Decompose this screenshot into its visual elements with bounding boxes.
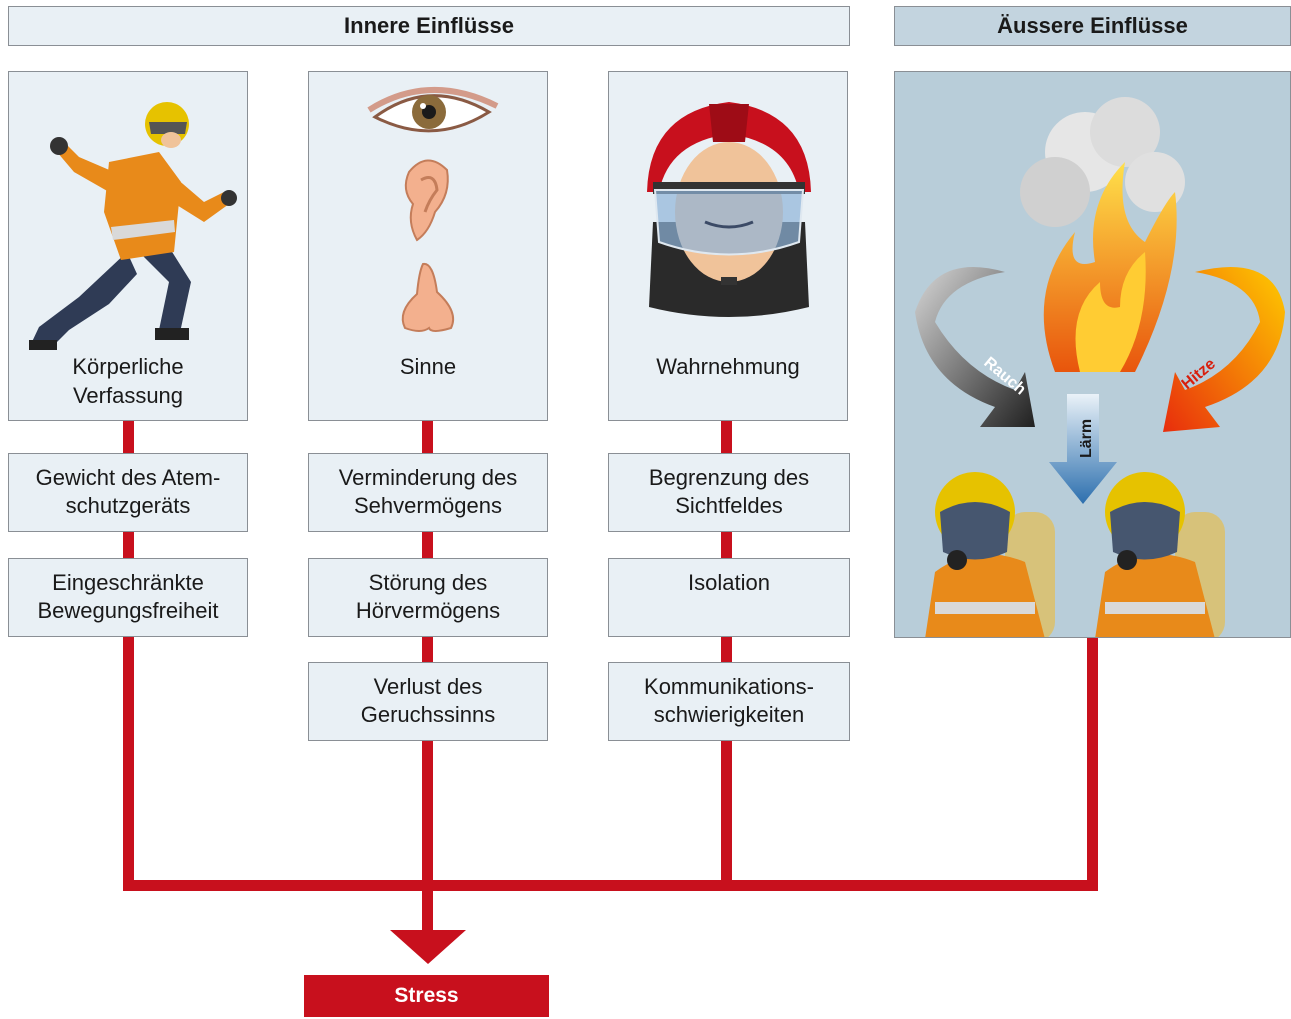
card-perception-label: Wahrnehmung bbox=[656, 354, 800, 379]
item-loss-of-smell: Verlust des Geruchssinns bbox=[308, 662, 548, 741]
card-physical-condition: Körperliche Verfassung bbox=[8, 71, 248, 421]
firefighter-right-icon bbox=[1095, 472, 1225, 637]
item-reduced-vision: Verminderung des Sehvermögens bbox=[308, 453, 548, 532]
card-senses-label: Sinne bbox=[399, 354, 457, 379]
card-senses: Sinne bbox=[308, 71, 548, 421]
stress-result-box: Stress bbox=[304, 975, 549, 1017]
item-hearing-disturbance: Störung des Hörvermögens bbox=[308, 558, 548, 637]
running-firefighter-icon bbox=[29, 102, 237, 350]
item-limited-field-of-view: Begrenzung des Sichtfeldes bbox=[608, 453, 850, 532]
item-communication-difficulties: Kommunikations- schwierigkeiten bbox=[608, 662, 850, 741]
arrow-down-icon bbox=[390, 930, 466, 964]
helmet-face-icon bbox=[647, 102, 811, 317]
outer-influences-scene: Rauch Lärm Hitze bbox=[894, 71, 1291, 638]
item-restricted-movement: Eingeschränkte Bewegungsfreiheit bbox=[8, 558, 248, 637]
item-weight-breathing-apparatus: Gewicht des Atem- schutzgeräts bbox=[8, 453, 248, 532]
item-isolation: Isolation bbox=[608, 558, 850, 637]
connector-outer bbox=[1087, 637, 1098, 890]
laerm-label: Lärm bbox=[1078, 419, 1095, 458]
outer-influences-header: Äussere Einflüsse bbox=[894, 6, 1291, 46]
connector-col3 bbox=[721, 420, 732, 890]
inner-influences-header: Innere Einflüsse bbox=[8, 6, 850, 46]
connector-col1 bbox=[123, 420, 134, 890]
flame-icon bbox=[1043, 162, 1177, 372]
connector-horizontal bbox=[123, 880, 1098, 891]
firefighter-left-icon bbox=[925, 472, 1055, 637]
card-physical-condition-label: Körperliche Verfassung bbox=[72, 354, 184, 408]
card-perception: Wahrnehmung bbox=[608, 71, 848, 421]
senses-icon bbox=[367, 87, 499, 332]
smoke-cloud-icon bbox=[1020, 97, 1185, 227]
firefighters-in-fire-icon: Rauch Lärm Hitze bbox=[915, 97, 1285, 637]
